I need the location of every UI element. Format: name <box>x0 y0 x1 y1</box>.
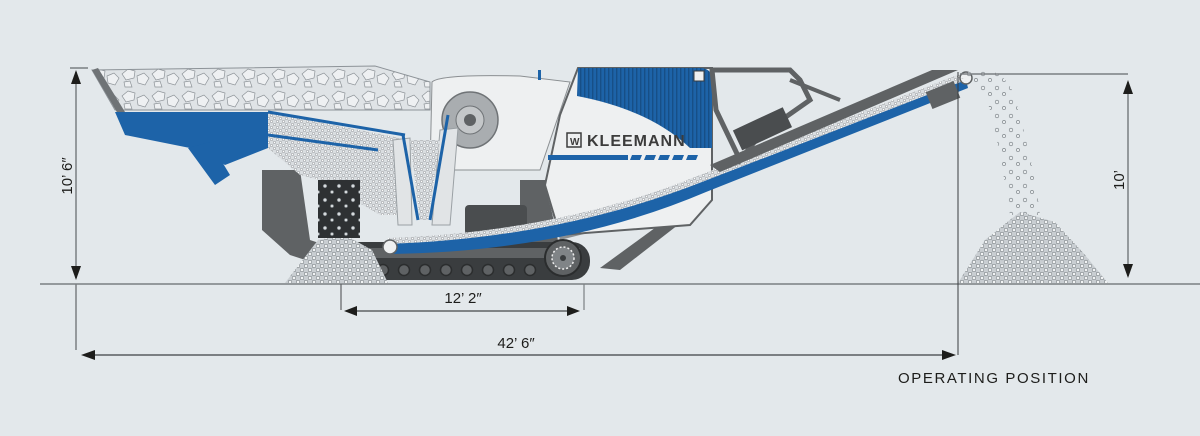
arrow-left-icon <box>344 306 357 316</box>
prescreen <box>267 110 410 238</box>
dimension-discharge-height: 10’ <box>960 73 1133 278</box>
feed-hopper <box>91 65 431 185</box>
conveyor-motor <box>732 107 793 151</box>
kleemann-logo-icon <box>566 132 582 148</box>
dimension-total-length: 42’ 6″ <box>81 72 959 360</box>
side-discharge-pile <box>285 235 388 283</box>
badge-icon <box>693 70 705 82</box>
arrow-down-icon <box>71 266 81 280</box>
arrow-right-icon <box>567 306 580 316</box>
brand-name: KLEEMANN <box>587 133 686 150</box>
dimension-track-length: 12’ 2″ <box>340 284 585 316</box>
arrow-down-icon <box>1123 264 1133 278</box>
total-length-label: 42’ 6″ <box>497 335 535 352</box>
jaw-crusher <box>392 114 459 226</box>
track-length-label: 12’ 2″ <box>444 290 482 307</box>
discharge-height-label: 10’ <box>1111 170 1128 190</box>
discharge-conveyor <box>382 67 973 255</box>
operating-position-caption: OPERATING POSITION <box>898 370 1090 387</box>
svg-text:W: W <box>570 137 580 148</box>
arrow-left-icon <box>81 350 95 360</box>
arrow-up-icon <box>71 70 81 84</box>
conveyor-stockpile <box>958 68 1108 283</box>
dimension-hopper-height: 10’ 6″ <box>59 67 88 350</box>
arrow-right-icon <box>942 350 956 360</box>
tail-pulley-icon <box>382 239 398 255</box>
hopper-height-label: 10’ 6″ <box>59 157 76 195</box>
arrow-up-icon <box>1123 80 1133 94</box>
engine-vent-panel <box>577 68 712 148</box>
machine-body: W KLEEMANN <box>429 67 713 237</box>
